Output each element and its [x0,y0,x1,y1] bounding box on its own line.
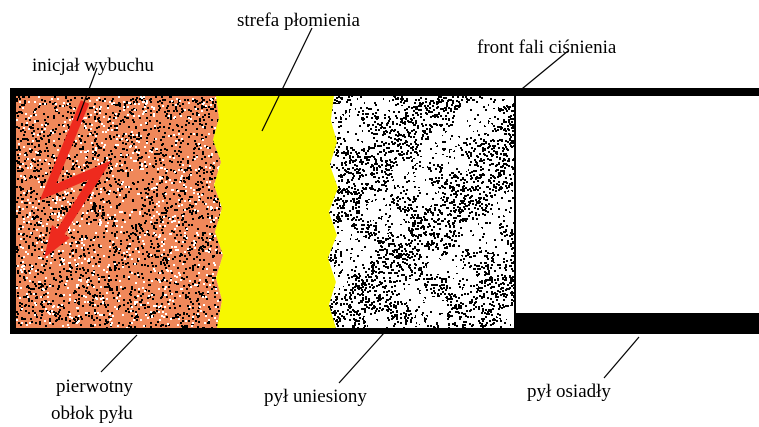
label-primary-cloud-line2: obłok pyłu [51,403,133,424]
leader-primary-cloud [101,335,137,372]
label-raised-dust: pył uniesiony [264,386,367,407]
label-ignition: inicjał wybuchu [32,55,154,76]
raised-dust-zone [326,96,517,329]
primary-dust-cloud [16,96,227,329]
leader-raised-dust [339,333,384,383]
tube-top-wall [10,88,759,96]
settled-dust-layer [515,313,759,334]
tube-left-wall [10,88,17,334]
label-settled-dust: pył osiadły [527,381,611,402]
label-flame-zone: strefa płomienia [237,10,360,31]
label-primary-cloud-line1: pierwotny [56,376,134,397]
label-pressure-front: front fali ciśnienia [477,37,617,58]
flame-zone [213,96,338,328]
leader-settled-dust [604,337,639,378]
